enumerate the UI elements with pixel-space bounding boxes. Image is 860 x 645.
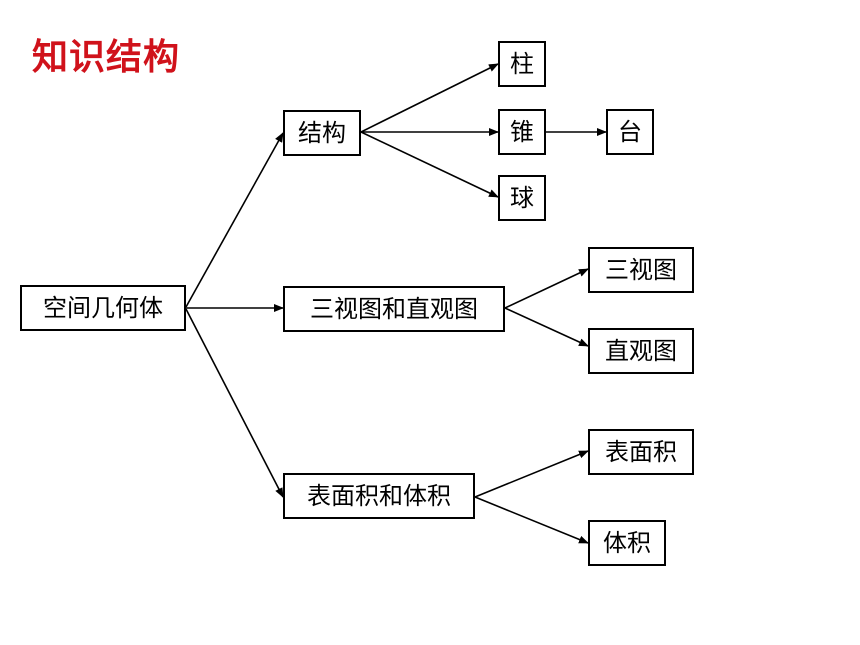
node-views: 三视图和直观图 — [283, 286, 505, 332]
page-title: 知识结构 — [32, 37, 181, 78]
node-volume: 体积 — [588, 520, 666, 566]
node-root: 空间几何体 — [20, 285, 186, 331]
edge-structure-sphere — [360, 131, 499, 198]
node-sphere: 球 — [498, 175, 546, 221]
edge-area-volume — [474, 496, 589, 544]
node-prism: 柱 — [498, 41, 546, 87]
node-frustum: 台 — [606, 109, 654, 155]
edge-area-surface — [474, 450, 589, 498]
node-structure: 结构 — [283, 110, 361, 156]
edge-views-three-view — [504, 268, 589, 309]
edge-root-area-volume — [185, 308, 284, 498]
node-intuitive: 直观图 — [588, 328, 694, 374]
node-surface-area: 表面积 — [588, 429, 694, 475]
node-cone: 锥 — [498, 109, 546, 155]
node-three-view: 三视图 — [588, 247, 694, 293]
edge-structure-prism — [360, 63, 499, 133]
edge-root-structure — [185, 132, 284, 308]
edge-views-intuitive — [504, 307, 589, 347]
node-area-volume: 表面积和体积 — [283, 473, 475, 519]
